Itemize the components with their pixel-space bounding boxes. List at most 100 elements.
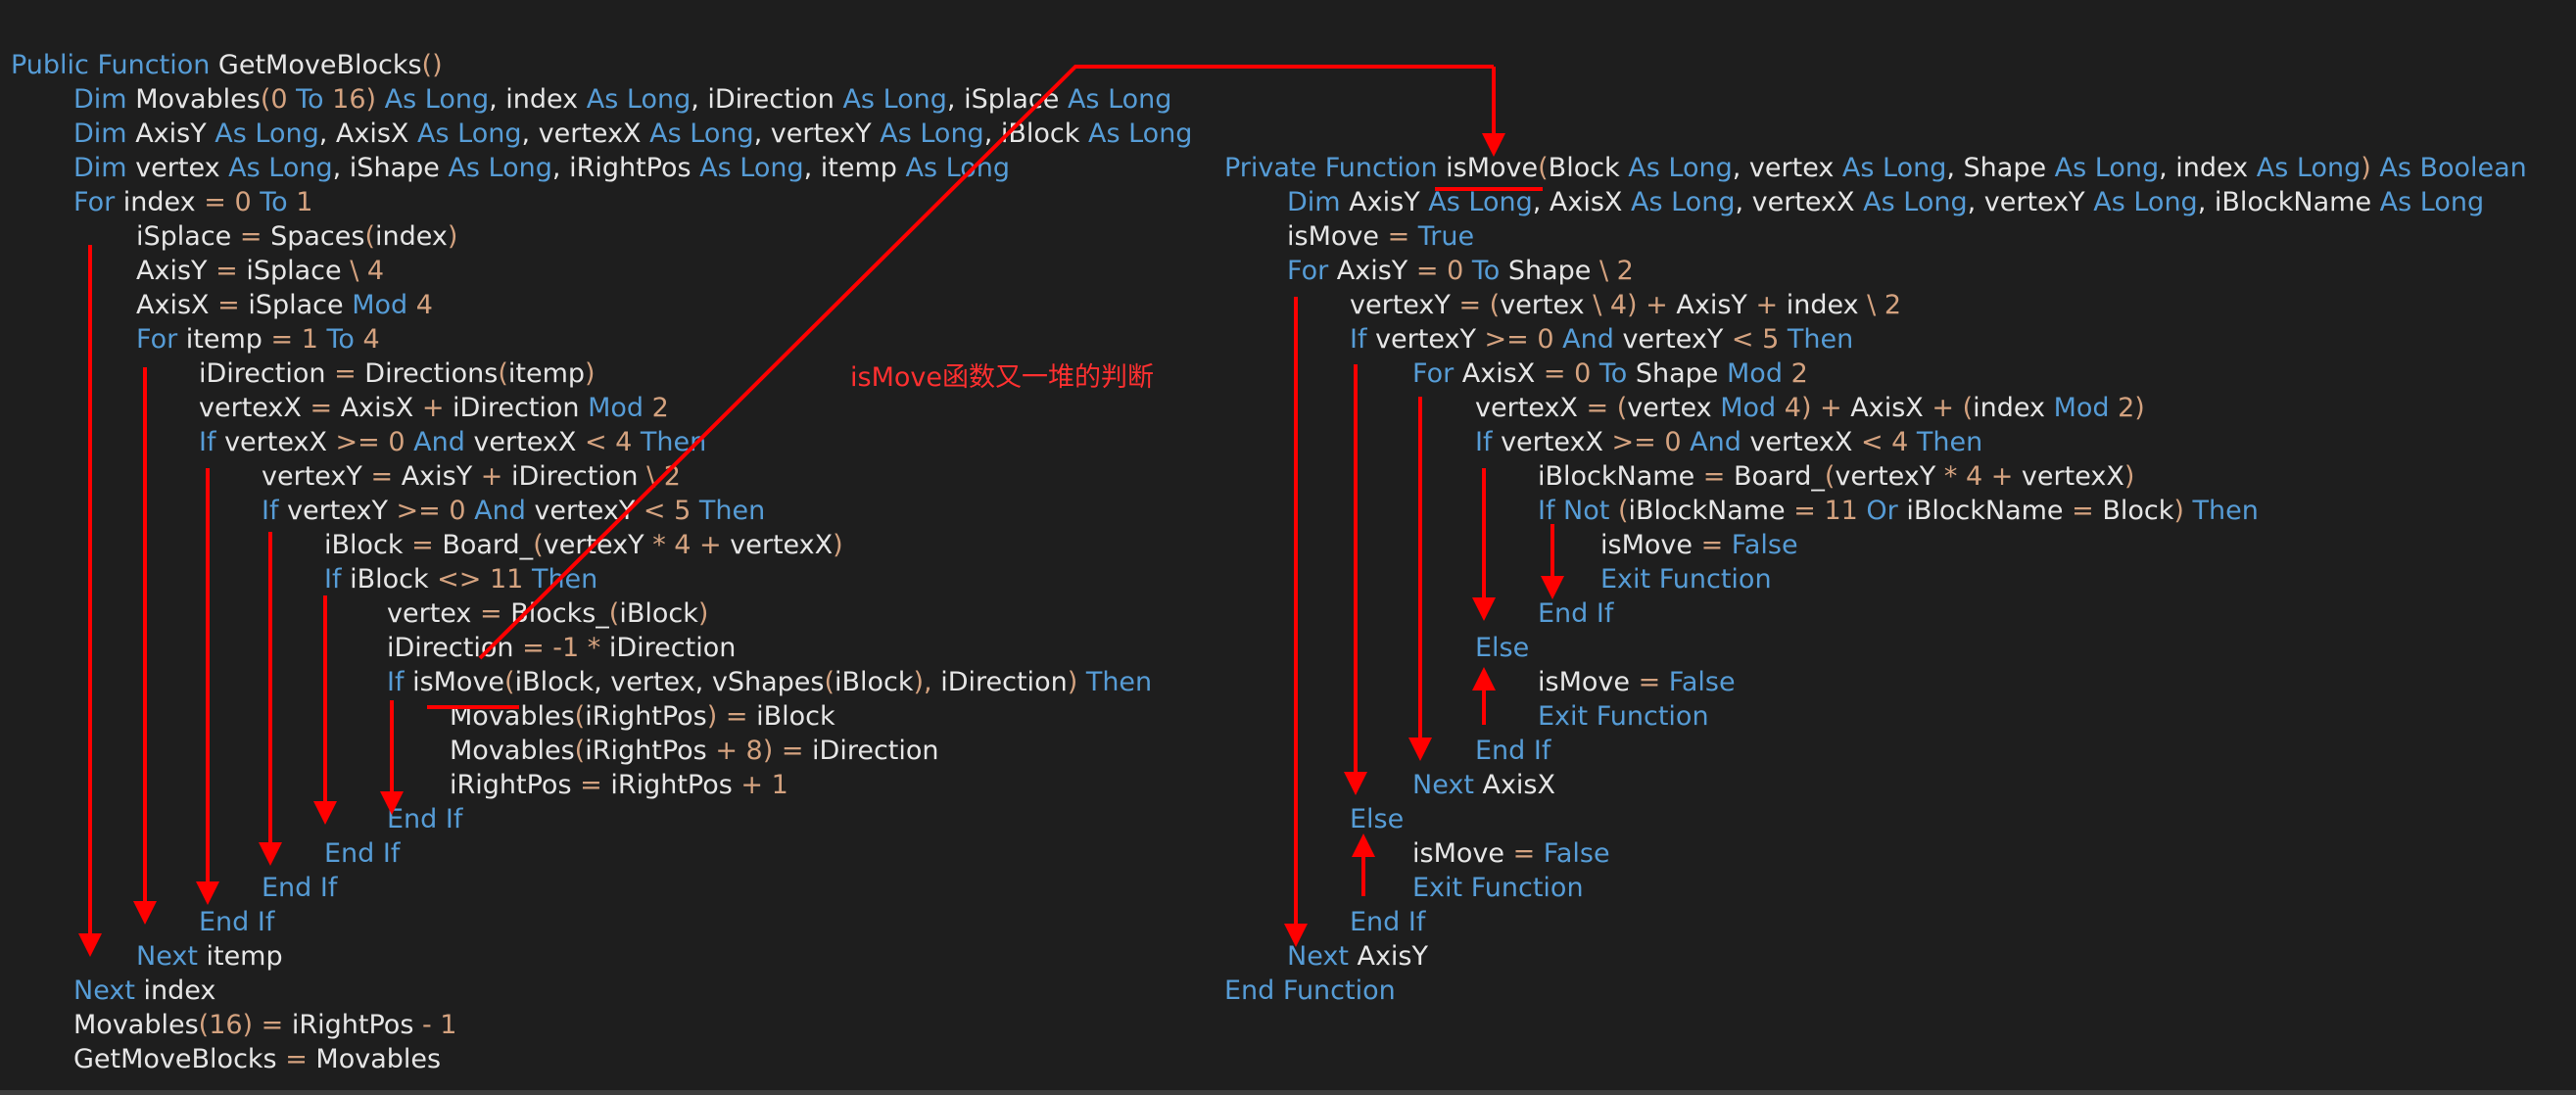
code-token: For: [136, 324, 186, 355]
code-token: index: [143, 976, 216, 1006]
code-token: GetMoveBlocks: [73, 1044, 286, 1074]
code-token: AxisX: [1482, 770, 1555, 800]
right-code-line: Exit Function: [1600, 562, 1772, 596]
code-token: , vertexY: [753, 119, 881, 149]
code-token: , AxisX: [318, 119, 418, 149]
code-token: As Long: [417, 119, 522, 149]
code-token: < 4: [584, 427, 641, 457]
code-token: End If: [199, 907, 275, 937]
code-token: index: [375, 221, 448, 252]
code-token: , index: [2159, 153, 2257, 183]
code-token: For: [1287, 256, 1337, 286]
code-token: End If: [1475, 736, 1551, 766]
code-token: =: [1512, 838, 1544, 869]
code-token: (: [498, 358, 508, 389]
code-token: vertexX: [2021, 461, 2124, 492]
code-token: As Long: [1863, 187, 1968, 217]
code-token: Then: [1916, 427, 1983, 457]
code-token: (): [421, 50, 443, 80]
code-token: Dim: [73, 84, 136, 115]
right-code-line: For AxisY = 0 To Shape \ 2: [1287, 254, 1634, 288]
code-token: 4: [415, 290, 433, 320]
code-token: + 8) =: [715, 736, 813, 766]
code-token: >= 0: [396, 496, 475, 526]
code-token: If: [199, 427, 225, 457]
code-token: AxisY: [1676, 290, 1756, 320]
code-token: (: [1538, 153, 1549, 183]
code-token: isMove: [1538, 667, 1639, 697]
code-token: AxisY: [401, 461, 481, 492]
code-token: iBlock: [324, 530, 412, 560]
code-token: And: [474, 496, 535, 526]
code-token: AxisY: [1357, 941, 1428, 972]
right-code-line: isMove = False: [1600, 528, 1798, 562]
code-token: Next: [136, 941, 207, 972]
code-token: iBlock: [756, 701, 835, 732]
code-token: ): [585, 358, 596, 389]
code-token: AxisY: [1336, 256, 1416, 286]
left-code-line: End If: [262, 871, 337, 905]
left-code-line: For itemp = 1 To 4: [136, 322, 380, 357]
code-token: index: [1786, 290, 1868, 320]
code-token: Then: [1787, 324, 1854, 355]
code-token: \ 2: [1599, 256, 1634, 286]
right-code-line: Else: [1350, 802, 1404, 836]
code-token: iBlock: [834, 667, 914, 697]
code-token: Mod: [2053, 393, 2119, 423]
code-token: =: [479, 598, 511, 629]
code-token: Board_: [1733, 461, 1825, 492]
code-token: =: [411, 530, 443, 560]
code-token: Directions: [364, 358, 499, 389]
code-token: \ 4) +: [1593, 290, 1677, 320]
code-token: Exit Function: [1600, 564, 1772, 595]
right-code-line: For AxisX = 0 To Shape Mod 2: [1412, 357, 1808, 391]
left-code-line: Public Function GetMoveBlocks(): [11, 48, 443, 82]
code-token: <> 11: [437, 564, 532, 595]
code-token: Dim: [73, 153, 136, 183]
code-token: isMove: [1600, 530, 1701, 560]
code-token: vertexX: [1475, 393, 1587, 423]
right-code-line: vertexY = (vertex \ 4) + AxisY + index \…: [1350, 288, 1901, 322]
code-token: Block: [2102, 496, 2174, 526]
code-token: +: [480, 461, 511, 492]
code-token: As Long: [586, 84, 692, 115]
right-code-line: Else: [1475, 631, 1529, 665]
code-token: iRightPos: [585, 736, 716, 766]
code-token: vertexX: [473, 427, 585, 457]
code-token: index: [122, 187, 205, 217]
code-token: False: [1668, 667, 1736, 697]
code-token: AxisX: [1850, 393, 1932, 423]
right-code-line: vertexX = (vertex Mod 4) + AxisX + (inde…: [1475, 391, 2145, 425]
left-code-line: iDirection = Directions(itemp): [199, 357, 596, 391]
code-token: ): [697, 598, 709, 629]
code-token: (: [574, 736, 586, 766]
code-token: vertexY: [1835, 461, 1944, 492]
left-code-line: iSplace = Spaces(index): [136, 219, 457, 254]
code-token: If: [324, 564, 351, 595]
code-token: For: [1412, 358, 1462, 389]
code-token: iRightPos: [585, 701, 707, 732]
code-token: To: [1598, 358, 1636, 389]
code-token: GetMoveBlocks: [217, 50, 422, 80]
code-token: iDirection: [199, 358, 335, 389]
code-token: True: [1417, 221, 1475, 252]
code-token: Spaces: [270, 221, 365, 252]
code-token: >= 0: [335, 427, 414, 457]
right-code-line: isMove = False: [1538, 665, 1736, 699]
code-token: 16): [332, 84, 385, 115]
left-code-line: iRightPos = iRightPos + 1: [450, 768, 788, 802]
code-token: , itemp: [803, 153, 906, 183]
code-token: =: [370, 461, 402, 492]
code-token: As Long: [880, 119, 984, 149]
code-token: < 4: [1860, 427, 1917, 457]
code-token: , iRightPos: [551, 153, 700, 183]
code-token: And: [413, 427, 474, 457]
code-token: (: [574, 701, 586, 732]
code-token: Else: [1350, 804, 1405, 834]
code-token: iSplace: [248, 290, 353, 320]
code-token: iBlock: [619, 598, 698, 629]
code-token: (: [1824, 461, 1836, 492]
code-token: ): [2123, 461, 2135, 492]
code-token: iDirection: [812, 736, 939, 766]
